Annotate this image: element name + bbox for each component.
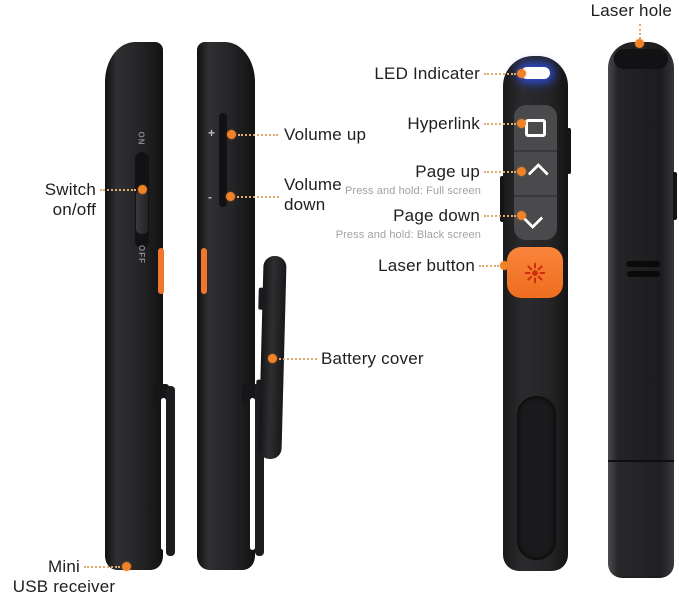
- side-button-tab: [673, 172, 677, 220]
- battery-cover-back: [608, 462, 674, 576]
- pocket-clip: [166, 386, 175, 556]
- presenter-back-view: [608, 42, 679, 578]
- label-laser-button: Laser button: [378, 256, 475, 275]
- battery-cover-seam: [608, 460, 674, 462]
- chevron-up-icon: [527, 162, 549, 185]
- switch-on-marking: ON: [136, 131, 146, 146]
- page-down-button: [514, 195, 557, 240]
- hyperlink-icon: [525, 118, 546, 137]
- leader-switch: [100, 189, 136, 191]
- side-button-tab: [567, 128, 571, 174]
- laser-hole-top-face: [614, 49, 668, 69]
- leader-page-up: [484, 171, 516, 173]
- chevron-down-icon: [522, 207, 544, 230]
- label-led-indicator: LED Indicater: [374, 64, 480, 83]
- leader-page-down: [484, 215, 516, 217]
- volume-rocker: [219, 113, 227, 207]
- laser-button-side-profile: [158, 248, 164, 294]
- dot-volume-down: [226, 192, 235, 201]
- dot-laser-hole: [635, 39, 644, 48]
- note-page-up: Press and hold: Full screen: [345, 185, 481, 197]
- dot-volume-up: [227, 130, 236, 139]
- laser-icon: [524, 262, 546, 283]
- label-mini-usb-line2: USB receiver: [12, 577, 116, 593]
- label-page-up: Page up: [415, 162, 480, 181]
- volume-minus-marking: -: [208, 190, 212, 204]
- power-switch-knob: [136, 190, 148, 234]
- label-volume-up: Volume up: [284, 125, 367, 144]
- label-volume-down: Volume down: [284, 175, 342, 215]
- laser-button-side-profile: [201, 248, 207, 294]
- hyperlink-button: [514, 105, 557, 150]
- leader-mini-usb: [84, 566, 120, 568]
- leader-battery-cover: [279, 358, 317, 360]
- page-up-button: [514, 150, 557, 195]
- clip-gap: [250, 398, 255, 550]
- battery-cover-tab: [255, 379, 263, 404]
- presenter-body: [105, 42, 163, 570]
- presenter-front-view: [500, 56, 573, 571]
- dot-battery-cover: [268, 354, 277, 363]
- label-battery-cover: Battery cover: [321, 349, 424, 368]
- clip-front: [517, 396, 556, 560]
- battery-cover-tab: [258, 287, 265, 310]
- clip-gap: [161, 398, 166, 550]
- battery-cover-grip-slit: [627, 271, 660, 277]
- battery-cover-grip-slit: [626, 261, 660, 267]
- label-hyperlink: Hyperlink: [407, 114, 480, 133]
- leader-laser-hole: [639, 24, 641, 39]
- label-page-down: Page down: [393, 206, 480, 225]
- switch-off-marking: OFF: [137, 245, 146, 264]
- volume-plus-marking: +: [208, 126, 216, 140]
- led-indicator-light: [521, 67, 550, 79]
- leader-volume-down: [237, 196, 279, 198]
- presenter-body: [608, 42, 674, 578]
- label-switch: Switch on/off: [44, 180, 96, 220]
- leader-volume-up: [238, 134, 278, 136]
- label-mini-usb-line1: Mini: [48, 557, 80, 576]
- pocket-clip: [255, 386, 264, 556]
- leader-led-indicator: [484, 73, 516, 75]
- note-page-down: Press and hold: Black screen: [335, 229, 481, 241]
- leader-hyperlink: [484, 123, 516, 125]
- dot-page-down: [517, 211, 526, 220]
- dot-mini-usb: [122, 562, 131, 571]
- dot-led-indicator: [517, 69, 526, 78]
- label-mini-usb-receiver: Mini USB receiver: [8, 557, 120, 593]
- label-laser-hole: Laser hole: [590, 1, 672, 20]
- presenter-side-view-left: ON OFF: [105, 42, 183, 570]
- dot-hyperlink: [517, 119, 526, 128]
- dot-laser-button: [500, 261, 509, 270]
- presenter-side-view-right: + -: [195, 42, 273, 570]
- leader-laser-button: [479, 265, 499, 267]
- dot-switch: [138, 185, 147, 194]
- laser-button: [507, 247, 563, 298]
- side-button-tab: [500, 176, 504, 222]
- dot-page-up: [517, 167, 526, 176]
